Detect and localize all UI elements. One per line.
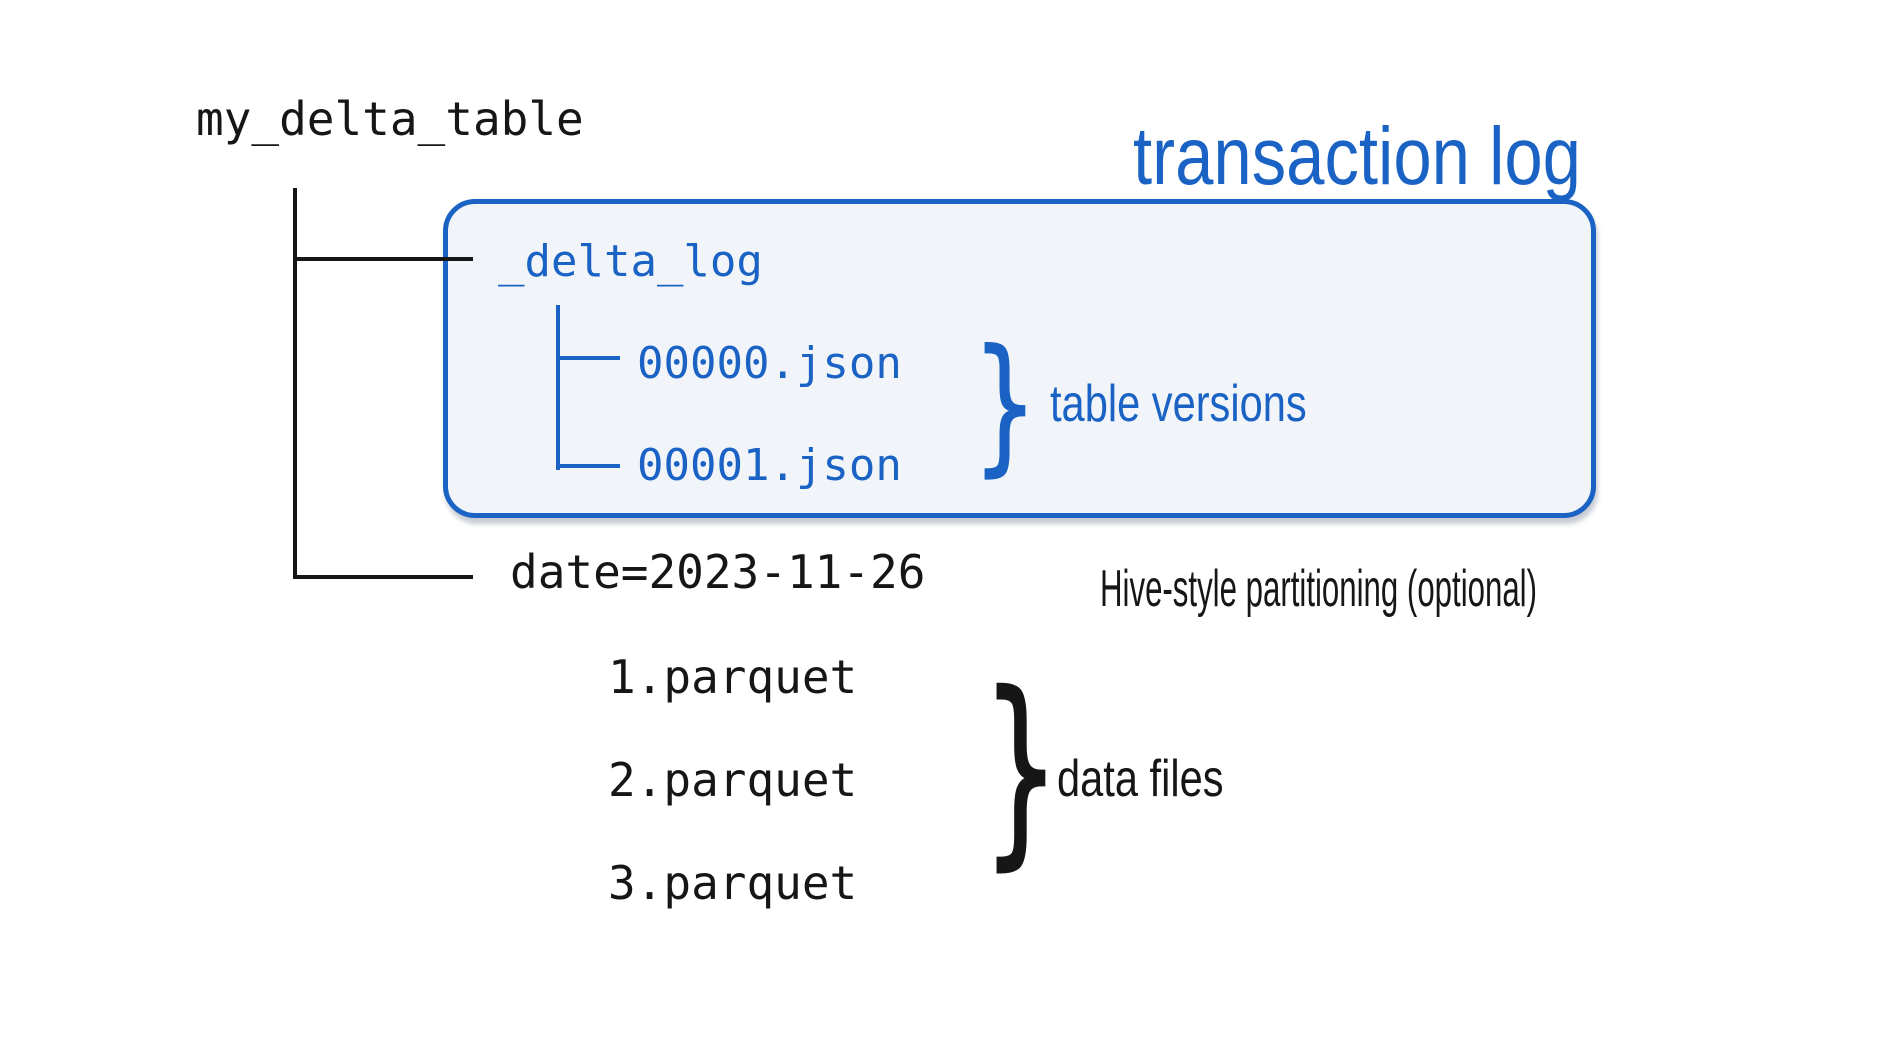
- data-files-brace: }: [981, 651, 1060, 888]
- parquet-file-label-0: 1.parquet: [608, 650, 858, 704]
- log-tree-trunk-line: [556, 305, 560, 470]
- json-file-label-0: 00000.json: [637, 338, 902, 389]
- transaction-log-box: [443, 199, 1596, 518]
- transaction-log-title: transaction log: [1133, 111, 1581, 202]
- log-tree-branch-1-line: [556, 356, 620, 360]
- table-versions-brace: }: [972, 318, 1039, 490]
- json-file-label-1: 00001.json: [637, 440, 902, 491]
- root-folder-label: my_delta_table: [196, 92, 584, 146]
- tree-branch-delta-log-line: [293, 257, 473, 261]
- log-tree-branch-2-line: [556, 464, 620, 468]
- data-files-label: data files: [1057, 750, 1224, 808]
- parquet-file-label-1: 2.parquet: [608, 753, 858, 807]
- partition-folder-label: date=2023-11-26: [510, 545, 926, 599]
- tree-branch-partition-line: [293, 575, 473, 579]
- table-versions-label: table versions: [1050, 375, 1307, 433]
- parquet-file-label-2: 3.parquet: [608, 856, 858, 910]
- tree-trunk-line: [293, 188, 297, 579]
- hive-partitioning-note: Hive-style partitioning (optional): [1100, 560, 1538, 618]
- delta-log-folder-label: _delta_log: [498, 236, 763, 287]
